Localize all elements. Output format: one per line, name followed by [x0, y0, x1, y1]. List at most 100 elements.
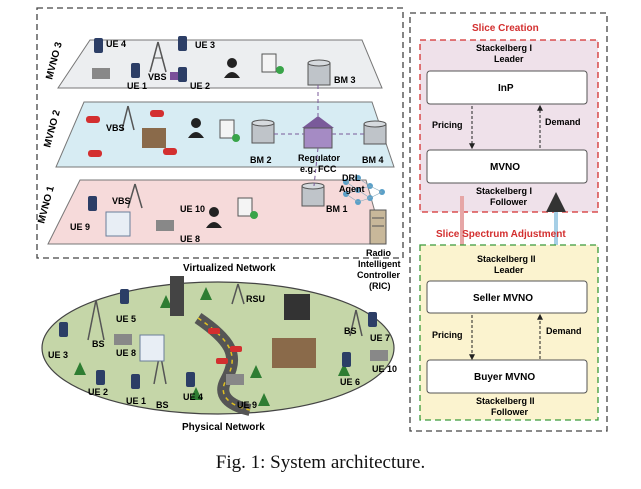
- follower-label: Follower: [490, 197, 527, 207]
- rsu-tower-icon: [231, 283, 245, 305]
- office-building-icon: [284, 294, 310, 320]
- seller-mvno-box: [426, 280, 588, 314]
- tree-icon: [200, 287, 212, 300]
- vbs-tower-icon: [149, 41, 167, 73]
- leader-label: Leader: [494, 54, 524, 64]
- pricing-label: Pricing: [432, 120, 463, 130]
- buyer-mvno-label: Buyer MVNO: [474, 372, 535, 383]
- ue9-label: UE 9: [70, 222, 90, 232]
- hospital-icon: [105, 211, 131, 237]
- mvno-label: MVNO: [490, 162, 520, 173]
- ue3-label: UE 3: [195, 40, 215, 50]
- car-icon: [88, 150, 102, 157]
- bm4-label: BM 4: [362, 155, 384, 165]
- agent-label: Agent: [339, 184, 365, 194]
- tree-icon: [338, 363, 350, 376]
- slice-adjustment-title: Slice Spectrum Adjustment: [436, 229, 566, 240]
- ue6-label: UE 6: [340, 377, 360, 387]
- car-icon: [163, 148, 177, 155]
- document-icon: [237, 197, 253, 217]
- bm1-label: BM 1: [326, 204, 348, 214]
- lock-icon: [170, 72, 178, 80]
- hospital-icon: [139, 334, 165, 362]
- tree-icon: [190, 387, 202, 400]
- phone-icon: [186, 372, 195, 387]
- ue10-label: UE 10: [180, 204, 205, 214]
- tree-icon: [74, 362, 86, 375]
- laptop-icon: [156, 220, 174, 231]
- ue7-label: UE 7: [370, 333, 390, 343]
- inp-label: InP: [498, 83, 514, 94]
- bm2-label: BM 2: [250, 155, 272, 165]
- slice-creation-title: Slice Creation: [472, 23, 539, 34]
- ue10-label: UE 10: [372, 364, 397, 374]
- user-icon: [224, 58, 240, 78]
- car-icon: [230, 346, 242, 352]
- regulator-icon: [302, 116, 334, 149]
- mvno3-label: MVNO 3: [44, 40, 65, 80]
- tree-icon: [258, 393, 270, 406]
- figure-caption: Fig. 1: System architecture.: [215, 452, 426, 473]
- ue4-label: UE 4: [106, 39, 126, 49]
- ue1-label: UE 1: [127, 81, 147, 91]
- stackelberg-ii-follower-label: Stackelberg II: [476, 396, 535, 406]
- mvno2-layer: MVNO 2 VBS BM 2 Regulator e.g. FCC: [42, 101, 395, 174]
- ue2-label: UE 2: [88, 387, 108, 397]
- ric-label: Controller: [357, 270, 400, 280]
- vbs-label: VBS: [148, 72, 167, 82]
- tower-building-icon: [170, 276, 184, 316]
- laptop-icon: [114, 334, 132, 345]
- ric-server-icon: [369, 209, 387, 245]
- vbs-label: VBS: [112, 196, 131, 206]
- ue8-label: UE 8: [116, 348, 136, 358]
- laptop-icon: [226, 374, 244, 385]
- regulator-label: Regulator: [298, 153, 341, 163]
- vbs-tower-icon: [127, 183, 143, 209]
- bm3-label: BM 3: [334, 75, 356, 85]
- document-icon: [261, 53, 277, 73]
- physical-network: UE 5 UE 8 UE 3 UE 2 UE 1 UE 4 UE 9 UE 7 …: [48, 276, 397, 416]
- right-panel-frame: [409, 12, 608, 432]
- database-icon: [307, 59, 331, 86]
- inp-box: [426, 70, 588, 105]
- bs-label: BS: [344, 326, 357, 336]
- demand-label: Demand: [545, 117, 581, 127]
- regulator-sub-label: e.g. FCC: [300, 164, 337, 174]
- stackelberg-ii-leader-label: Stackelberg II: [477, 254, 536, 264]
- mvno1-label: MVNO 1: [36, 184, 57, 224]
- stackelberg-i-leader-label: Stackelberg I: [476, 43, 532, 53]
- check-icon: [232, 134, 240, 142]
- ric-label: Intelligent: [358, 259, 401, 269]
- factory-icon: [142, 128, 166, 148]
- tree-icon: [250, 365, 262, 378]
- physical-network-label: Physical Network: [182, 422, 265, 433]
- phone-icon: [342, 352, 351, 367]
- virtualized-network-label: Virtualized Network: [183, 263, 276, 274]
- leader-label: Leader: [494, 265, 524, 275]
- mvno3-layer: MVNO 3 VBS UE 4 UE 3 UE 1 UE 2 BM 3: [44, 36, 383, 91]
- vbs-tower-icon: [121, 105, 135, 131]
- connector: [313, 147, 319, 187]
- tree-icon: [160, 295, 172, 308]
- factory-icon: [272, 338, 316, 368]
- phone-icon: [120, 289, 129, 304]
- ue5-label: UE 5: [116, 314, 136, 324]
- mvno2-label: MVNO 2: [42, 108, 63, 148]
- ue9-label: UE 9: [237, 400, 257, 410]
- phone-icon: [59, 322, 68, 337]
- seller-mvno-label: Seller MVNO: [473, 293, 533, 304]
- ue4-label: UE 4: [183, 392, 203, 402]
- bs-tower-icon: [349, 309, 363, 337]
- ue3-label: UE 3: [48, 350, 68, 360]
- phone-icon: [88, 196, 97, 211]
- demand-label: Demand: [546, 326, 582, 336]
- database-icon: [251, 119, 275, 144]
- stackelberg-i-follower-label: Stackelberg I: [476, 186, 532, 196]
- bs-tower-icon: [87, 299, 105, 341]
- database-icon: [363, 120, 387, 145]
- ue2-label: UE 2: [190, 81, 210, 91]
- mvno-box: [426, 149, 588, 184]
- buyer-mvno-box: [426, 359, 588, 394]
- phone-icon: [178, 36, 187, 51]
